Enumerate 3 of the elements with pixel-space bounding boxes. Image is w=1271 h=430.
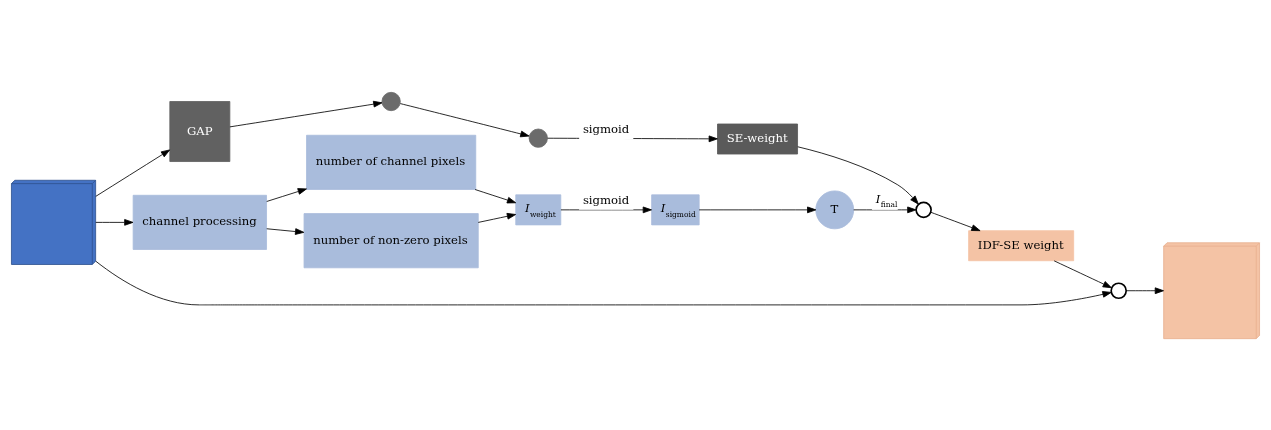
edge-label: sigmoid xyxy=(582,121,630,136)
edge-label: I$_{final}$ xyxy=(875,191,898,209)
edge-label: sigmoid xyxy=(582,192,630,207)
